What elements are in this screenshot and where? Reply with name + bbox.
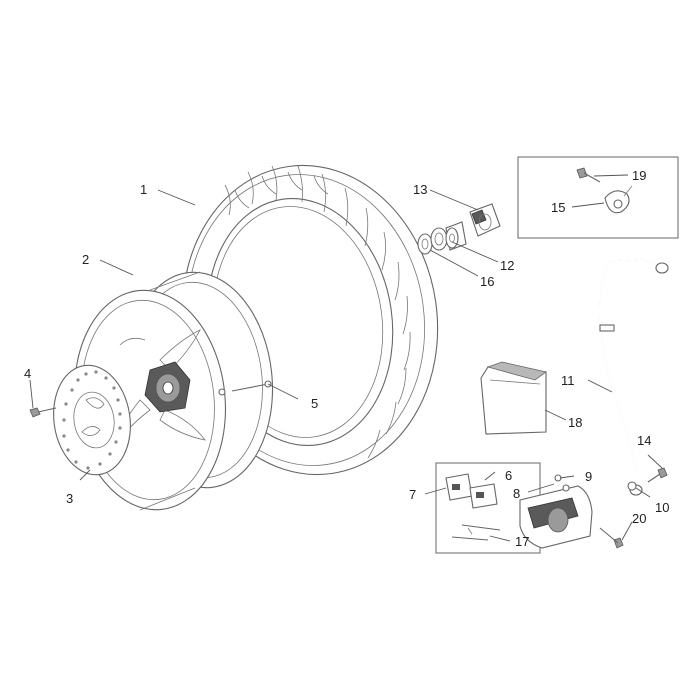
clamp-kit-box — [517, 156, 679, 239]
disc-bolt — [29, 407, 57, 418]
callout-14: 14 — [637, 433, 651, 448]
brake-caliper — [519, 474, 593, 549]
banjo-bolt — [647, 467, 668, 483]
callout-4: 4 — [24, 366, 31, 381]
leader-lines — [29, 174, 663, 542]
callout-8: 8 — [513, 486, 520, 501]
hub-bearing-set — [417, 203, 501, 255]
callout-5: 5 — [311, 396, 318, 411]
callout-1: 1 — [140, 182, 147, 197]
callout-20: 20 — [632, 511, 646, 526]
callout-15: 15 — [551, 200, 565, 215]
brake-hose — [598, 258, 669, 496]
callout-6: 6 — [505, 468, 512, 483]
callout-17: 17 — [515, 534, 529, 549]
wheel-axle — [218, 380, 272, 396]
callout-9: 9 — [585, 469, 592, 484]
callout-16: 16 — [480, 274, 494, 289]
callout-11: 11 — [561, 373, 575, 388]
callout-19: 19 — [632, 168, 646, 183]
callout-10: 10 — [655, 500, 669, 515]
callout-2: 2 — [82, 252, 89, 267]
callout-13: 13 — [413, 182, 427, 197]
washer — [627, 481, 637, 491]
callout-3: 3 — [66, 491, 73, 506]
manual-booklet — [480, 361, 547, 435]
callout-7: 7 — [409, 487, 416, 502]
callout-18: 18 — [568, 415, 582, 430]
brake-disc — [53, 364, 131, 476]
callout-12: 12 — [500, 258, 514, 273]
caliper-bolt — [599, 527, 624, 549]
